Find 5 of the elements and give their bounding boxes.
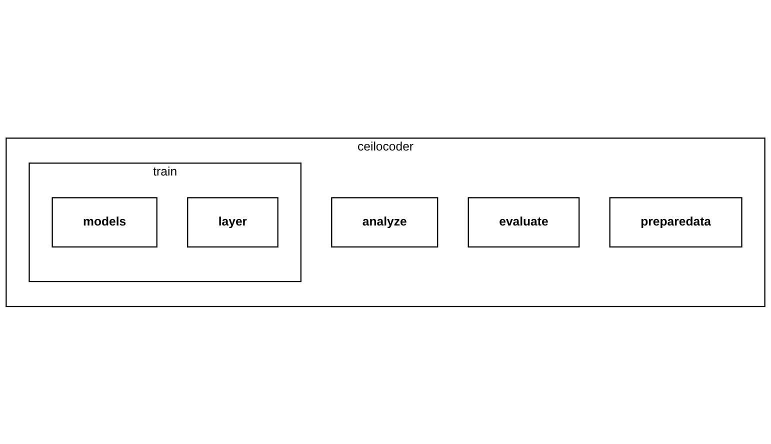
node-box: evaluate (468, 196, 580, 248)
node-box: layer (187, 196, 278, 248)
node-box: analyze (331, 196, 438, 248)
node-box: preparedata (609, 196, 742, 248)
node-box: models (52, 196, 158, 248)
